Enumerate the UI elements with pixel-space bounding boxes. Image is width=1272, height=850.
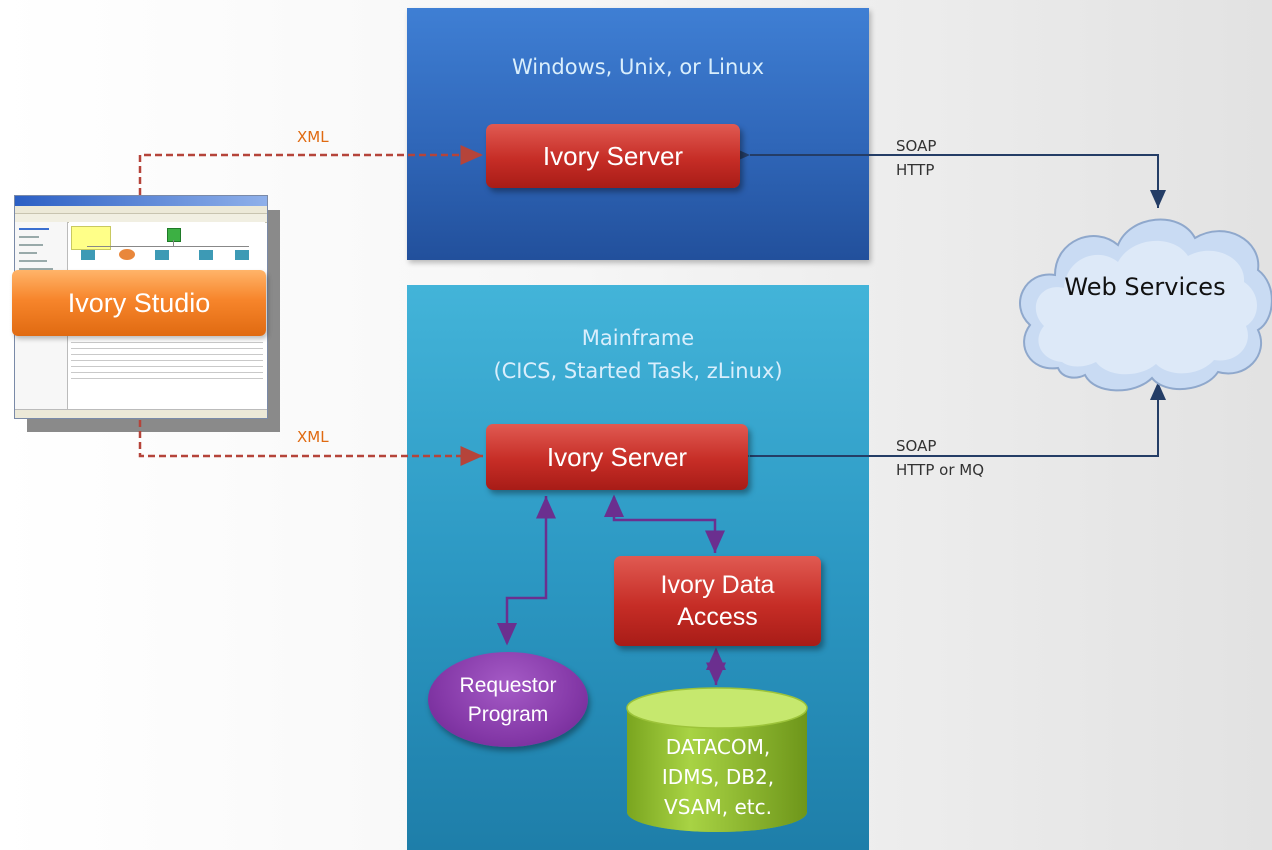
tree-line [19, 252, 37, 254]
tree-line [19, 236, 39, 238]
ivory-server-top-box: Ivory Server [486, 124, 740, 188]
database-cylinder-icon [626, 687, 808, 832]
tree-line [19, 260, 47, 262]
web-services-label: Web Services [1064, 273, 1226, 301]
mainframe-panel-title: Mainframe [581, 326, 695, 350]
tree-line [19, 244, 43, 246]
screenshot-child-node [235, 250, 249, 260]
screenshot-branch [87, 246, 249, 247]
ivory-data-access-line2: Access [677, 603, 758, 631]
tree-line [19, 268, 53, 270]
screenshot-root-node [167, 228, 181, 242]
requestor-program-ellipse: Requestor Program [428, 652, 588, 747]
screenshot-child-node [199, 250, 213, 260]
screenshot-child-node [81, 250, 95, 260]
requestor-line2: Program [467, 702, 549, 726]
database-line1: DATACOM, [665, 735, 771, 759]
soap-label-bottom: SOAP HTTP or MQ [896, 434, 984, 482]
ivory-server-bottom-box: Ivory Server [486, 424, 748, 490]
xml-label-top: XML [297, 128, 329, 146]
ivory-studio-box: Ivory Studio [12, 270, 266, 336]
http-top-text: HTTP [896, 161, 935, 179]
requestor-line1: Requestor [459, 673, 557, 697]
windows-panel-title: Windows, Unix, or Linux [511, 55, 765, 79]
screenshot-titlebar [15, 196, 267, 206]
database-line2: IDMS, DB2, [661, 765, 775, 789]
screenshot-child-node [155, 250, 169, 260]
soap-connector-bottom [732, 382, 1166, 464]
mainframe-subtitle-text: (CICS, Started Task, zLinux) [493, 359, 783, 383]
xml-label-bottom: XML [297, 428, 329, 446]
mainframe-panel-subtitle: (CICS, Started Task, zLinux) [407, 359, 869, 383]
database-line3: VSAM, etc. [664, 795, 772, 819]
soap-label-top: SOAP HTTP [896, 134, 936, 182]
http-mq-bottom-text: HTTP or MQ [896, 461, 985, 479]
database-label: DATACOM, IDMS, DB2, VSAM, etc. [628, 732, 808, 822]
ivory-data-access-line1: Ivory Data [660, 571, 775, 599]
property-row [71, 372, 263, 373]
screenshot-properties-pane [69, 336, 265, 396]
cloud-icon [1019, 218, 1272, 392]
xml-connector-bottom [138, 420, 483, 466]
property-row [71, 354, 263, 355]
server-to-data-access-connector [604, 494, 725, 553]
property-row [71, 342, 263, 343]
windows-unix-linux-panel: Windows, Unix, or Linux [407, 8, 869, 260]
screenshot-menubar [15, 206, 267, 214]
ivory-data-access-box: Ivory Data Access [614, 556, 821, 646]
property-row [71, 366, 263, 367]
requestor-to-server-connector [497, 496, 556, 646]
soap-connector-top [732, 147, 1166, 208]
tree-line [19, 228, 49, 230]
screenshot-child-node [119, 249, 135, 260]
screenshot-statusbar [15, 409, 267, 418]
soap-top-text: SOAP [896, 137, 937, 155]
xml-connector-top [138, 145, 483, 195]
property-row [71, 378, 263, 379]
screenshot-branch [173, 240, 174, 247]
soap-bottom-text: SOAP [896, 437, 937, 455]
property-row [71, 360, 263, 361]
property-row [71, 348, 263, 349]
